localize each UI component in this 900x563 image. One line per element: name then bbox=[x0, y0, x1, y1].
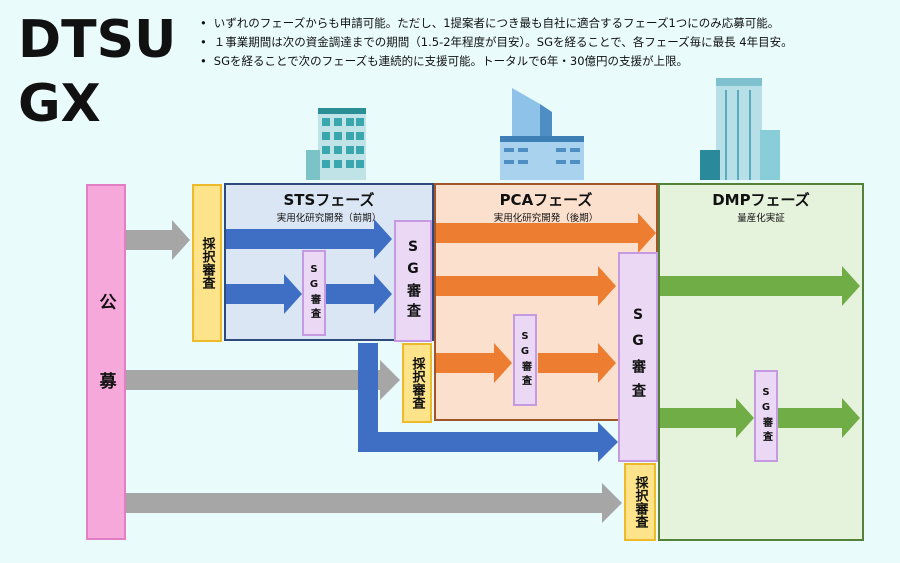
sg-label: SG審査 bbox=[405, 239, 421, 323]
arrow-pca-lower-a bbox=[436, 343, 512, 383]
sg-box-pca-small: SG審査 bbox=[513, 314, 537, 406]
building-dmp-icon bbox=[700, 78, 780, 180]
sg-box-sts-small: SG審査 bbox=[302, 250, 326, 336]
arrow-koubo-to-dmp-saitaku bbox=[126, 483, 622, 523]
brand-line-1: DTSU bbox=[18, 10, 177, 70]
phase-dmp-subtitle: 量産化実証 bbox=[737, 213, 785, 224]
sg-label: SG審査 bbox=[519, 331, 531, 389]
arrow-koubo-to-sts-saitaku bbox=[126, 220, 190, 260]
arrow-sts-upper bbox=[226, 219, 392, 259]
saitaku-box-pca: 採択審査 bbox=[402, 343, 432, 423]
koubo-box: 公募 bbox=[86, 184, 126, 540]
sg-box-sts-large: SG審査 bbox=[394, 220, 432, 342]
building-pca-icon bbox=[500, 88, 584, 180]
sg-box-pca-large: SG審査 bbox=[618, 252, 658, 462]
saitaku-label: 採択審査 bbox=[632, 476, 648, 528]
phase-sts-subtitle: 実用化研究開発（前期） bbox=[276, 213, 382, 224]
arrow-dmp-upper bbox=[660, 266, 860, 306]
phase-sts-title: STSフェーズ bbox=[283, 191, 375, 209]
sg-label: SG審査 bbox=[760, 387, 772, 445]
arrow-dmp-lower-a bbox=[660, 398, 754, 438]
arrow-sts-lower-a bbox=[226, 274, 302, 314]
saitaku-box-sts: 採択審査 bbox=[192, 184, 222, 342]
arrow-pca-lower-b bbox=[538, 343, 616, 383]
phase-pca-subtitle: 実用化研究開発（後期） bbox=[493, 213, 599, 224]
sg-label: SG審査 bbox=[630, 307, 646, 407]
brand-line-2: GX bbox=[18, 74, 101, 134]
arrow-sts-lower-b bbox=[326, 274, 392, 314]
note-item: １事業期間は次の資金調達までの期間（1.5-2年程度が目安）。SGを経ることで、… bbox=[200, 33, 890, 52]
note-item: いずれのフェーズからも申請可能。ただし、1提案者につき最も自社に適合するフェーズ… bbox=[200, 14, 890, 33]
saitaku-box-dmp: 採択審査 bbox=[624, 463, 656, 541]
phase-dmp-title: DMPフェーズ bbox=[712, 191, 810, 209]
building-sts-icon bbox=[306, 108, 366, 180]
sg-box-dmp-small: SG審査 bbox=[754, 370, 778, 462]
phase-dmp: DMPフェーズ 量産化実証 bbox=[658, 183, 864, 541]
phase-pca-title: PCAフェーズ bbox=[499, 191, 593, 209]
arrow-pca-top bbox=[436, 213, 656, 253]
arrow-dmp-lower-b bbox=[778, 398, 860, 438]
note-item: SGを経ることで次のフェーズも連続的に支援可能。トータルで6年・30億円の支援が… bbox=[200, 52, 890, 71]
notes-list: いずれのフェーズからも申請可能。ただし、1提案者につき最も自社に適合するフェーズ… bbox=[200, 14, 890, 71]
arrow-sts-to-pca-sg bbox=[358, 343, 618, 462]
arrow-pca-middle bbox=[436, 266, 616, 306]
arrow-koubo-to-pca-saitaku bbox=[126, 360, 400, 400]
saitaku-label: 採択審査 bbox=[409, 357, 425, 409]
koubo-label: 公募 bbox=[95, 293, 116, 451]
sg-label: SG審査 bbox=[308, 264, 320, 322]
saitaku-label: 採択審査 bbox=[199, 237, 215, 289]
